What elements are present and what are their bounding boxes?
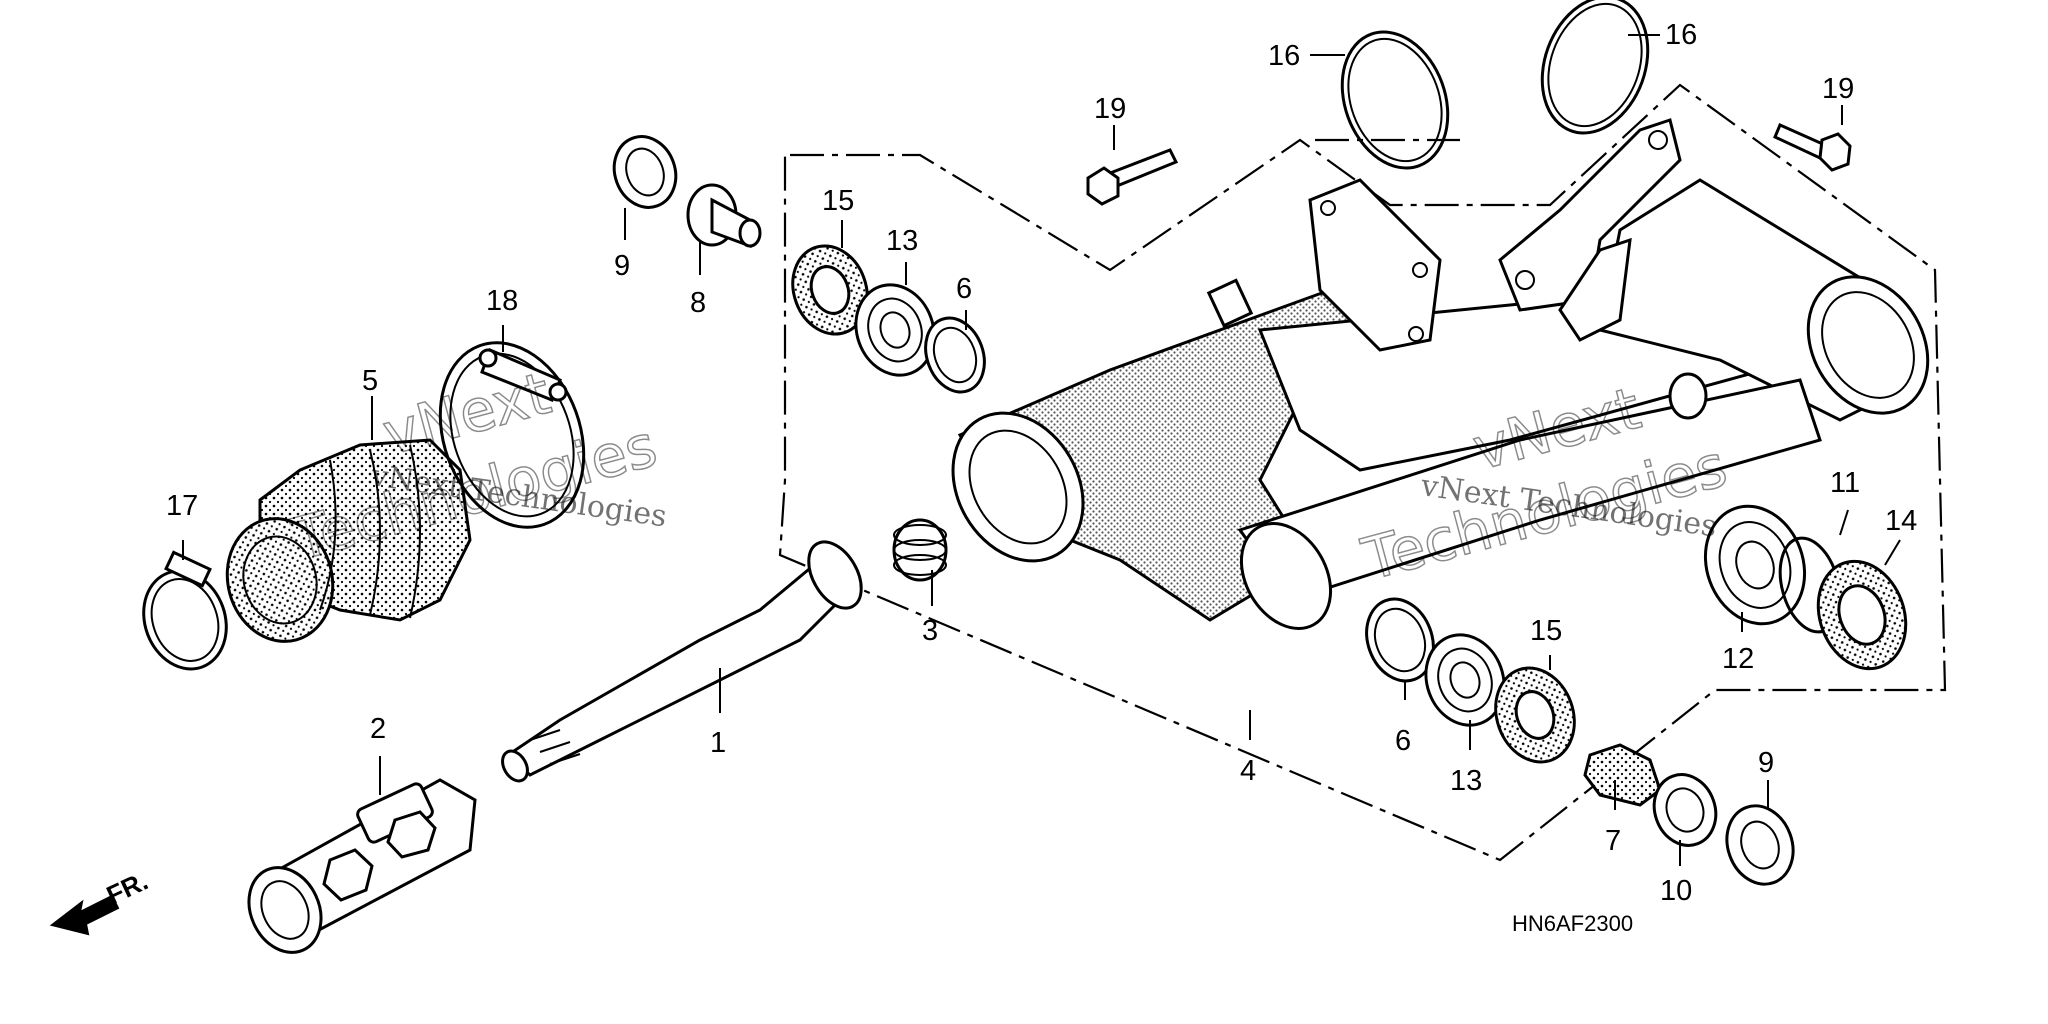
swingarm-pivot-right (1239, 522, 1333, 630)
clamp-small (142, 550, 228, 671)
swingarm-bearing-housing (1806, 275, 1930, 415)
callout-14: 14 (1885, 505, 1917, 537)
swingarm-clip (1206, 278, 1254, 328)
swingarm-rib (1558, 237, 1632, 342)
callout-labels: 1 2 3 4 5 6 6 7 8 9 9 10 11 12 13 13 14 … (166, 19, 1917, 907)
leader-lines (182, 34, 1901, 866)
swingarm-pivot-left (951, 411, 1085, 563)
callout-11: 11 (1830, 467, 1860, 499)
universal-joint (247, 778, 477, 954)
plug-bolt (686, 183, 762, 249)
clamp-large (438, 341, 586, 529)
callout-16-left: 16 (1268, 40, 1300, 72)
o-ring-left (1340, 30, 1450, 170)
callout-8: 8 (690, 287, 706, 319)
callout-1: 1 (710, 727, 726, 759)
swingarm-boss (1668, 372, 1708, 420)
callout-9-upper: 9 (614, 250, 630, 282)
callout-19-left: 19 (1094, 93, 1126, 125)
callout-12: 12 (1722, 643, 1754, 675)
swingarm-mount-bracket (1498, 118, 1682, 312)
bolt-right (1773, 123, 1852, 172)
diagram-code: HN6AF2300 (1512, 911, 1633, 936)
small-boot (1583, 743, 1662, 807)
dust-seal (1816, 559, 1908, 671)
swingarm-flange (1308, 178, 1442, 352)
bearing-right (1703, 504, 1807, 626)
callout-6-lower: 6 (1395, 725, 1411, 757)
swingarm (951, 118, 1930, 630)
callout-15-upper: 15 (822, 185, 854, 217)
lock-nut-upper (612, 135, 678, 209)
callout-15-lower: 15 (1530, 615, 1562, 647)
castle-nut (1652, 773, 1718, 847)
callout-18: 18 (486, 285, 518, 317)
assembly-boundary (778, 83, 1947, 862)
callout-6-upper: 6 (956, 273, 972, 305)
lock-nut-lower (1725, 804, 1795, 886)
callout-13-lower: 13 (1450, 765, 1482, 797)
bolt-left (1086, 148, 1179, 206)
o-ring-right (1540, 0, 1650, 135)
collar-lower (1365, 597, 1435, 683)
callout-7: 7 (1605, 825, 1621, 857)
callout-2: 2 (370, 713, 386, 745)
callout-5: 5 (362, 365, 378, 397)
oil-seal-upper (791, 244, 869, 336)
callout-17: 17 (166, 490, 198, 522)
callout-16-right: 16 (1665, 19, 1697, 51)
callout-4: 4 (1240, 755, 1256, 787)
callout-13-upper: 13 (886, 225, 918, 257)
collar-upper (924, 316, 986, 394)
spring (892, 518, 948, 582)
front-direction-indicator: FR. (49, 866, 153, 936)
drive-shaft (501, 540, 863, 783)
front-arrow-icon (49, 894, 120, 936)
callout-19-right: 19 (1822, 73, 1854, 105)
boot (225, 438, 472, 643)
callout-3: 3 (922, 615, 938, 647)
oil-seal-lower (1494, 666, 1576, 764)
callout-9-lower: 9 (1758, 747, 1774, 779)
bearing-lower (1424, 633, 1506, 727)
callout-10: 10 (1660, 875, 1692, 907)
bearing-upper (854, 283, 936, 377)
